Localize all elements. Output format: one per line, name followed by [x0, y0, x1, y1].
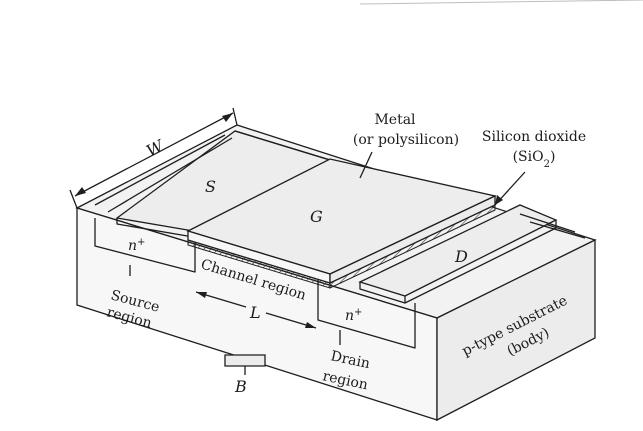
- body-label: B: [234, 377, 247, 396]
- substrate-side-face: [436, 238, 596, 422]
- length-arrowhead: [196, 292, 207, 298]
- oxide-label-line1: Silicon dioxide: [482, 129, 586, 145]
- drain-contact: [358, 204, 586, 304]
- length-label: L: [249, 303, 261, 322]
- body-contact: [224, 354, 266, 367]
- drain-layer-line: [529, 221, 586, 239]
- width-extension-line: [69, 189, 78, 209]
- width-arrowhead: [222, 113, 233, 122]
- drain-layer-line: [519, 213, 576, 233]
- width-extension-line: [232, 107, 238, 126]
- source-strip-edge: [234, 130, 331, 161]
- page-edge-line: [359, 0, 643, 5]
- drain-label: D: [454, 247, 468, 266]
- width-arrow-line: [74, 112, 234, 197]
- source-layer-line: [107, 137, 233, 213]
- metal-label-line1: Metal: [374, 112, 416, 128]
- source-well-outline: [94, 218, 196, 273]
- metal-label-line2: (or polysilicon): [353, 132, 459, 148]
- oxide-label-line2: (SiO2): [513, 149, 556, 170]
- gate-label: G: [310, 207, 323, 226]
- pointer-lines: [129, 151, 526, 375]
- source-layer-line: [94, 134, 226, 206]
- source-contact: [94, 130, 332, 240]
- drain-well-outline: [317, 278, 416, 349]
- metal-pointer: [359, 151, 373, 179]
- drain-metal-edge: [404, 220, 557, 304]
- length-arrowhead: [305, 322, 316, 328]
- oxide-arrowhead: [495, 195, 503, 205]
- width-dimension: [69, 107, 238, 209]
- width-label: W: [143, 135, 168, 160]
- width-arrowhead: [75, 187, 86, 196]
- gate-stack: [186, 158, 497, 289]
- source-label: S: [205, 177, 216, 196]
- body-contact-plate: [224, 354, 266, 367]
- source-n-plus-well: [94, 218, 196, 273]
- drain-metal-edge: [359, 282, 406, 304]
- length-dimension: [195, 291, 317, 329]
- drain-n-plus-well: [317, 278, 416, 349]
